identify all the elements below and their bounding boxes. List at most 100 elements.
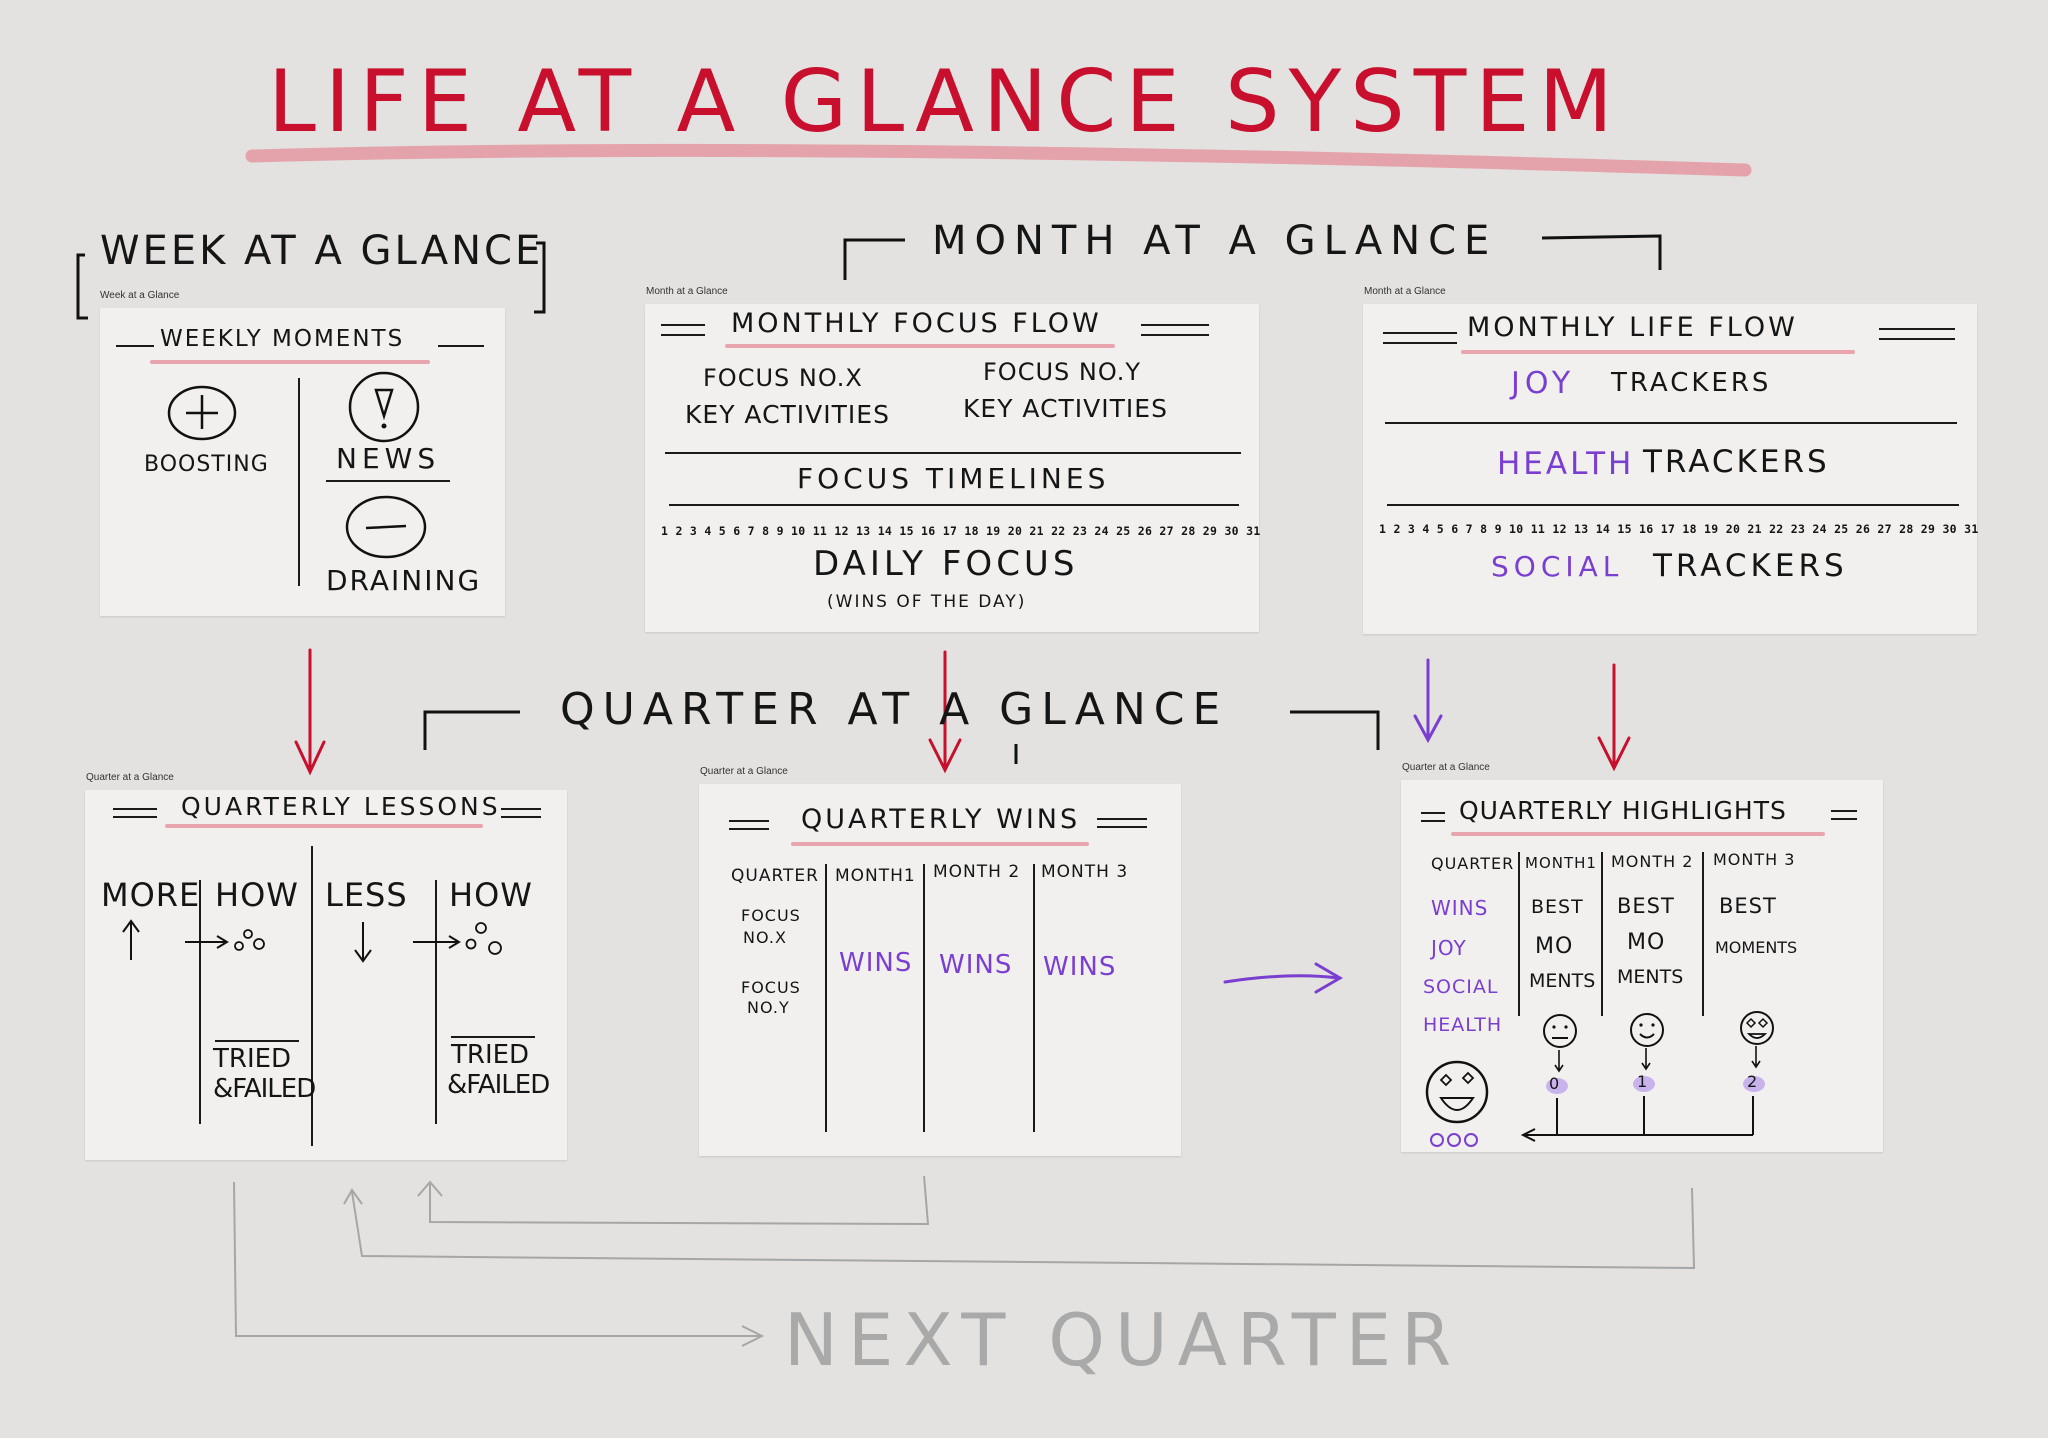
focus-x-label: FOCUS NO.X [703, 364, 863, 392]
hl-month1-best: BEST [1531, 896, 1584, 918]
how-label-more: HOW [215, 876, 299, 914]
highlights-caption: Quarter at a Glance [1402, 762, 1490, 773]
hl-header-month2: MONTH 2 [1611, 852, 1694, 871]
exclamation-circle-icon [348, 371, 420, 443]
joy-label: JOY [1511, 366, 1576, 401]
hl-category-social: SOCIAL [1423, 976, 1499, 998]
joy-trackers-label: TRACKERS [1611, 368, 1772, 398]
hl-rank-1: 1 [1637, 1072, 1648, 1091]
monthly-life-card: MONTHLY LIFE FLOW JOY TRACKERS HEALTH TR… [1363, 304, 1979, 634]
boosting-label: BOOSTING [144, 452, 269, 477]
hl-rank-2: 2 [1747, 1072, 1758, 1091]
tried-label-more-2: &FAILED [213, 1074, 316, 1104]
wins-focus-x-1: FOCUS [741, 906, 801, 925]
hl-header-month1: MONTH1 [1525, 854, 1597, 872]
daily-focus-sub: (WINS OF THE DAY) [827, 592, 1027, 612]
next-quarter-loop-outer [233, 1181, 765, 1347]
focus-timelines-label: FOCUS TIMELINES [797, 462, 1110, 495]
hl-month1-mo: MO [1535, 934, 1574, 959]
tried-label-less-1: TRIED [451, 1040, 530, 1070]
arrow-week-to-lessons [294, 648, 326, 776]
hl-header-month3: MONTH 3 [1713, 850, 1796, 869]
arrow-down-icon [354, 922, 372, 963]
week-bracket [76, 241, 546, 320]
arrow-right-bubbles-icon [413, 922, 502, 955]
focus-y-label: FOCUS NO.Y [983, 358, 1142, 386]
next-quarter-loop-middle [343, 1187, 1696, 1270]
monthly-focus-card: MONTHLY FOCUS FLOW FOCUS NO.X FOCUS NO.Y… [645, 304, 1261, 632]
health-trackers-label: TRACKERS [1643, 444, 1830, 480]
arrow-life-to-highlights-purple [1413, 658, 1443, 744]
wins-focus-y-2: NO.Y [747, 998, 790, 1017]
hl-category-joy: JOY [1431, 936, 1467, 960]
wins-header-month1: MONTH1 [835, 866, 916, 886]
wins-caption: Quarter at a Glance [700, 766, 788, 777]
hl-month1-ments: MENTS [1529, 970, 1596, 992]
tried-label-less-2: &FAILED [447, 1070, 550, 1100]
hl-month2-mo: MO [1627, 930, 1666, 955]
hl-rank-0: 0 [1549, 1074, 1560, 1093]
hl-header-quarter: QUARTER [1431, 854, 1515, 873]
lessons-title: QUARTERLY LESSONS [181, 792, 501, 821]
hl-month2-best: BEST [1617, 894, 1675, 918]
next-quarter-label: NEXT QUARTER [784, 1298, 1462, 1382]
tried-label-more-1: TRIED [213, 1044, 292, 1074]
key-activities-x: KEY ACTIVITIES [685, 400, 890, 429]
weekly-caption: Week at a Glance [100, 290, 180, 301]
arrow-life-to-highlights [1597, 663, 1631, 772]
focus-day-numbers: 1 2 3 4 5 6 7 8 9 10 11 12 13 14 15 16 1… [661, 524, 1261, 538]
how-label-less: HOW [449, 876, 533, 914]
quarterly-wins-card: QUARTERLY WINS QUARTER MONTH1 MONTH 2 MO… [699, 784, 1181, 1156]
quarterly-lessons-card: QUARTERLY LESSONS MORE HOW LESS HOW TRIE… [85, 790, 567, 1160]
quarter-bracket [423, 710, 1380, 750]
monthly-focus-title: MONTHLY FOCUS FLOW [731, 308, 1102, 339]
plus-circle-icon [167, 385, 237, 441]
week-section-heading: WEEK AT A GLANCE [100, 228, 544, 274]
next-quarter-loop-inner [417, 1175, 930, 1226]
less-label: LESS [325, 876, 408, 914]
hl-category-health: HEALTH [1423, 1014, 1503, 1036]
wins-month3-value: WINS [1043, 952, 1117, 982]
monthly-focus-caption: Month at a Glance [646, 286, 728, 297]
month-bracket [843, 234, 1662, 280]
page-title: LIFE AT A GLANCE SYSTEM [268, 52, 1622, 152]
wins-header-month3: MONTH 3 [1041, 862, 1129, 882]
wins-focus-x-2: NO.X [743, 928, 787, 947]
highlights-title: QUARTERLY HIGHLIGHTS [1459, 796, 1787, 825]
lessons-caption: Quarter at a Glance [86, 772, 174, 783]
hl-month3-best: BEST [1719, 894, 1777, 918]
title-underline [245, 143, 1752, 177]
weekly-title: WEEKLY MOMENTS [160, 326, 405, 352]
hl-month3-moments: MOMENTS [1715, 938, 1798, 957]
arrow-up-icon [122, 919, 140, 960]
life-day-numbers: 1 2 3 4 5 6 7 8 9 10 11 12 13 14 15 16 1… [1379, 522, 1979, 536]
hl-category-wins: WINS [1431, 896, 1489, 920]
daily-focus-label: DAILY FOCUS [813, 544, 1079, 584]
key-activities-y: KEY ACTIVITIES [963, 394, 1168, 423]
arrow-right-bubbles-icon [185, 929, 265, 951]
arrow-focus-to-wins [928, 650, 962, 774]
hl-month2-ments: MENTS [1617, 966, 1684, 988]
wins-month2-value: WINS [939, 950, 1013, 980]
quarter-section-heading: QUARTER AT A GLANCE [560, 684, 1229, 735]
monthly-life-title: MONTHLY LIFE FLOW [1467, 312, 1798, 343]
month-section-heading: MONTH AT A GLANCE [932, 218, 1498, 264]
monthly-life-caption: Month at a Glance [1364, 286, 1446, 297]
social-label: SOCIAL [1491, 550, 1624, 583]
news-label: NEWS [336, 442, 441, 475]
wins-title: QUARTERLY WINS [801, 804, 1081, 835]
wins-header-month2: MONTH 2 [933, 862, 1021, 882]
minus-circle-icon [345, 495, 427, 559]
draining-label: DRAINING [326, 564, 482, 597]
more-label: MORE [101, 876, 201, 914]
social-trackers-label: TRACKERS [1653, 548, 1848, 584]
weekly-moments-card: WEEKLY MOMENTS BOOSTING NEWS DRAINING [100, 308, 505, 616]
arrow-wins-to-highlights [1223, 962, 1343, 994]
emoji-faces-icon [1425, 1011, 1774, 1147]
wins-header-quarter: QUARTER [731, 866, 819, 886]
wins-month1-value: WINS [839, 948, 913, 978]
wins-focus-y-1: FOCUS [741, 978, 801, 997]
quarterly-highlights-card: QUARTERLY HIGHLIGHTS QUARTER MONTH1 MONT… [1401, 780, 1883, 1152]
health-label: HEALTH [1497, 446, 1635, 482]
